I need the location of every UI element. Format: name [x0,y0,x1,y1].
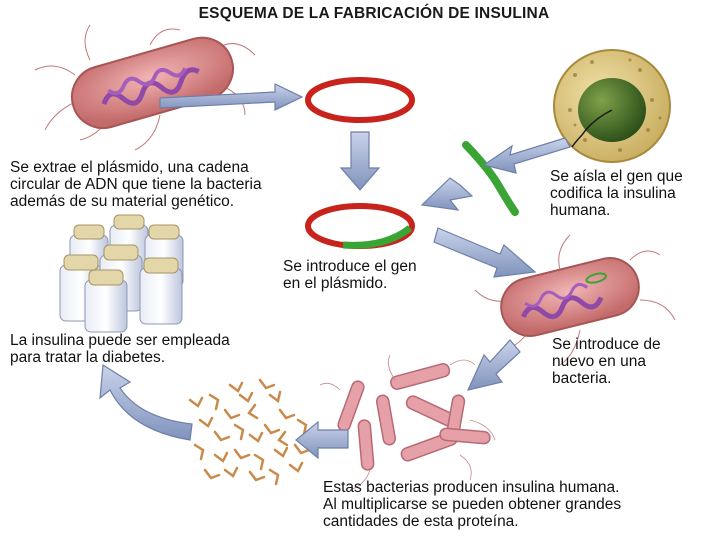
arrow-gene-to-plasmid [420,177,474,211]
insulin-gene [462,141,519,216]
diagram-title: ESQUEMA DE LA FABRICACIÓN DE INSULINA [198,5,550,22]
step-produce-insulin: Estas bacterias producen insulina humana… [323,479,622,530]
insulin-vials [59,214,184,333]
step-insert-gene: Se introduce el gen en el plásmido. [283,258,417,292]
arrow-plasmid-down [339,131,381,191]
bacteria-colony [337,363,491,471]
recombinant-bacterium [474,234,676,366]
step-extract-plasmid: Se extrae el plásmido, una cadena circul… [10,159,262,210]
step-use-insulin: La insulina puede ser empleada para trat… [10,332,230,366]
arrow-bacterium-to-plasmid [159,83,304,111]
plasmid-extracted [305,77,415,123]
arrow-cell-to-gene [482,137,571,174]
arrow-bacterium-to-colony [466,339,521,391]
insulin-molecules [188,378,311,486]
arrow-insulin-to-vials [99,363,193,441]
arrow-plasmid-to-bacterium [433,227,537,278]
arrow-colony-to-insulin [295,420,349,460]
step-isolate-gene: Se aísla el gen que codifica la insulina… [550,168,683,219]
step-reintroduce-bacterium: Se introduce de nuevo en una bacteria. [552,336,661,387]
process-arrows [99,83,571,460]
bacteria-flagella [319,354,496,491]
recombinant-plasmid [305,203,415,249]
human-cell [553,49,671,163]
donor-bacterium [34,24,256,151]
